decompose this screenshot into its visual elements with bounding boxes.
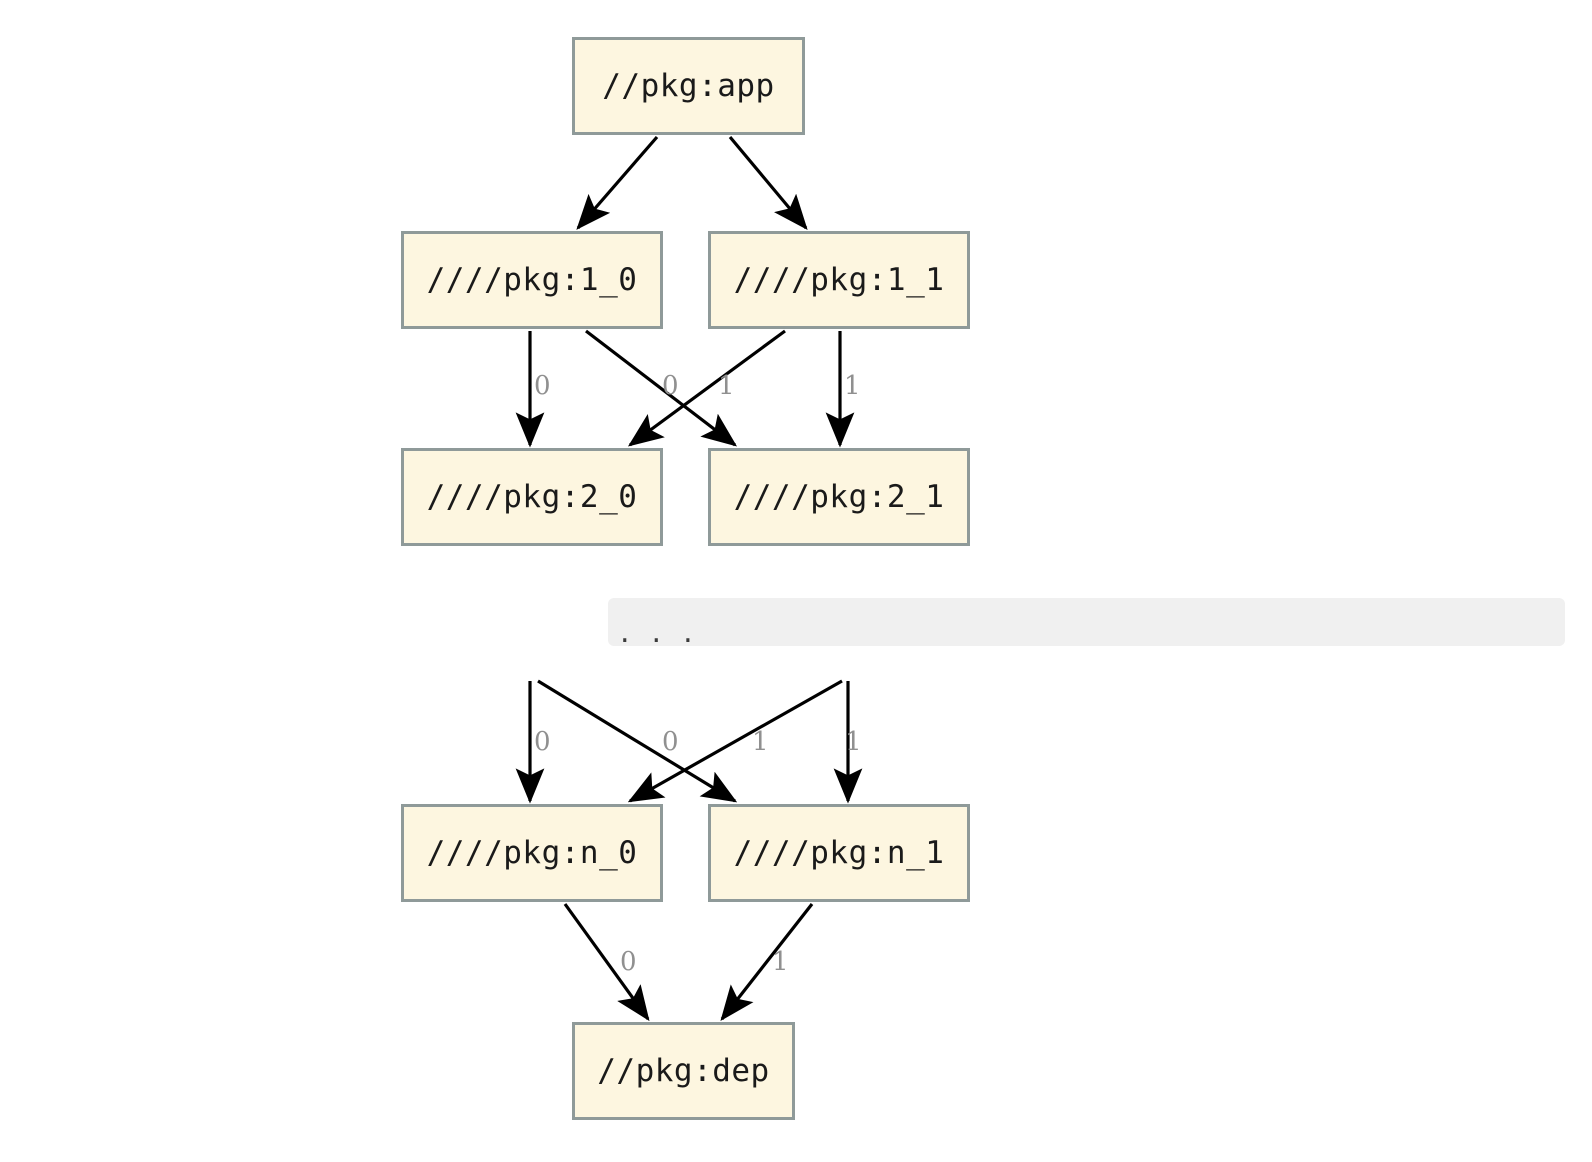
edge-y-ln_0 <box>627 679 843 803</box>
edge-app-l1_1 <box>728 135 808 230</box>
node-ln_0[interactable]: ////pkg:n_0 <box>401 804 663 902</box>
edge-label-x-ln_1: 0 <box>662 727 679 757</box>
edge-label-l1_1-l2_1: 1 <box>844 371 861 401</box>
edge-label-l1_1-l2_0: 1 <box>718 371 735 401</box>
edges-group <box>515 135 863 1022</box>
node-label: ////pkg:n_0 <box>426 835 638 871</box>
node-ln_1[interactable]: ////pkg:n_1 <box>708 804 970 902</box>
node-l1_1[interactable]: ////pkg:1_1 <box>708 231 970 329</box>
node-label: ////pkg:2_1 <box>733 479 945 515</box>
node-l2_0[interactable]: ////pkg:2_0 <box>401 448 663 546</box>
edge-label-l1_0-l2_1: 0 <box>662 371 679 401</box>
edge-label-y-ln_0: 1 <box>752 727 769 757</box>
node-label: ////pkg:2_0 <box>426 479 638 515</box>
edge-l1_0-l2_1 <box>585 329 738 447</box>
edge-x-ln_1 <box>537 679 738 803</box>
edge-ln_1-dep <box>720 903 814 1022</box>
node-label: ////pkg:1_1 <box>733 262 945 298</box>
ellipsis-band: ... <box>608 598 1565 650</box>
ellipsis-dots: ... <box>620 615 715 650</box>
edge-label-l1_0-l2_0: 0 <box>534 371 551 401</box>
node-l1_0[interactable]: ////pkg:1_0 <box>401 231 663 329</box>
node-label: //pkg:dep <box>597 1053 770 1089</box>
edge-label-y-ln_1: 1 <box>845 727 862 757</box>
node-app[interactable]: //pkg:app <box>572 37 805 135</box>
node-l2_1[interactable]: ////pkg:2_1 <box>708 448 970 546</box>
edge-l1_1-l2_0 <box>627 329 786 447</box>
node-label: ////pkg:n_1 <box>733 835 945 871</box>
node-label: ////pkg:1_0 <box>426 262 638 298</box>
node-dep[interactable]: //pkg:dep <box>572 1022 795 1120</box>
edge-app-l1_0 <box>576 135 659 230</box>
edge-label-x-ln_0: 0 <box>534 727 551 757</box>
node-label: //pkg:app <box>602 68 775 104</box>
edge-ln_0-dep <box>563 903 650 1022</box>
edge-label-ln_0-dep: 0 <box>620 947 637 977</box>
edge-label-ln_1-dep: 1 <box>772 947 789 977</box>
